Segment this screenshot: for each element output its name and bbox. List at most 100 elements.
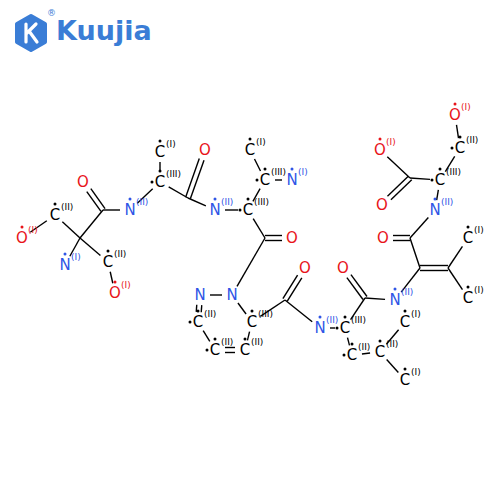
atom-symbol: O xyxy=(286,231,298,246)
atom-symbol: O xyxy=(376,198,388,213)
atom-symbol: C xyxy=(103,255,113,270)
bond-line xyxy=(225,347,235,348)
atom-symbol: N xyxy=(286,173,297,188)
bond-line xyxy=(169,187,188,198)
radical-dot xyxy=(239,209,242,212)
bond-line xyxy=(365,298,385,299)
radical-dot xyxy=(114,281,117,284)
radical-dot xyxy=(431,179,434,182)
bond-line xyxy=(253,219,265,238)
atom-symbol: N xyxy=(59,258,70,273)
charge-label: (II) xyxy=(358,343,370,352)
atom-symbol: C xyxy=(375,345,385,360)
charge-label: (III) xyxy=(271,168,286,177)
charge-label: (I) xyxy=(298,168,308,177)
charge-label: (II) xyxy=(466,136,478,145)
radical-dot xyxy=(107,250,110,253)
bond-line xyxy=(225,352,235,353)
bond-line xyxy=(110,272,113,283)
bond-line xyxy=(410,217,428,238)
charge-label: (III) xyxy=(446,168,461,177)
radical-dot xyxy=(344,316,347,319)
charge-label: (III) xyxy=(166,170,181,179)
charge-label: (II) xyxy=(114,250,126,259)
bond-lines xyxy=(30,125,462,373)
charge-label: (II) xyxy=(221,198,233,207)
bond-line xyxy=(387,359,399,372)
atom-symbol: C xyxy=(155,145,165,160)
radical-dot xyxy=(459,136,462,139)
radical-dot xyxy=(404,368,407,371)
radical-dot xyxy=(247,198,250,201)
bond-line xyxy=(247,332,249,341)
charge-label: (I) xyxy=(461,103,471,112)
atom-symbol: O xyxy=(377,231,389,246)
radical-dot xyxy=(336,327,339,330)
charge-label: (II) xyxy=(136,198,148,207)
bond-line xyxy=(91,189,105,209)
bond-line xyxy=(391,180,412,200)
bond-line xyxy=(410,238,420,268)
logo-hexagon xyxy=(17,16,45,50)
atom-symbol: O xyxy=(199,143,211,158)
radical-dot xyxy=(256,179,259,182)
atom-symbol: O xyxy=(449,108,461,123)
atom-symbol: C xyxy=(463,231,473,246)
bond-line xyxy=(265,235,282,236)
atom-symbol: C xyxy=(210,343,220,358)
radical-dot xyxy=(439,168,442,171)
bond-line xyxy=(265,240,282,241)
charge-label: (I) xyxy=(121,281,131,290)
charge-label: (II) xyxy=(61,203,73,212)
radical-dot xyxy=(129,198,132,201)
logo-icon xyxy=(17,16,45,50)
atom-symbol: C xyxy=(347,348,357,363)
atom-symbol: C xyxy=(245,143,255,158)
atom-symbol: C xyxy=(340,321,350,336)
radical-dot xyxy=(214,198,217,201)
bond-line xyxy=(238,303,246,314)
bond-line xyxy=(186,159,200,198)
bond-line xyxy=(330,327,335,328)
radical-dot xyxy=(351,343,354,346)
charge-label: (I) xyxy=(474,226,484,235)
radical-dot xyxy=(151,181,154,184)
radical-dot xyxy=(379,340,382,343)
radical-dot xyxy=(404,310,407,313)
atom-symbol: C xyxy=(50,208,60,223)
bond-line xyxy=(275,179,282,180)
bond-line xyxy=(448,246,462,268)
atom-symbol: N xyxy=(314,321,325,336)
bond-line xyxy=(456,125,458,138)
radical-dot xyxy=(197,310,200,313)
bond-line xyxy=(159,162,160,172)
charge-label: (III) xyxy=(258,310,273,319)
radical-dot xyxy=(214,338,217,341)
radical-dot xyxy=(206,349,209,352)
atom-symbol: C xyxy=(400,373,410,388)
charge-label: (I) xyxy=(474,286,484,295)
radical-dot xyxy=(467,286,470,289)
radical-dot xyxy=(264,168,267,171)
bond-line xyxy=(210,294,222,295)
charge-label: (I) xyxy=(256,138,266,147)
bond-line xyxy=(410,178,430,179)
atom-symbol: O xyxy=(374,143,386,158)
atom-symbol: N xyxy=(194,288,205,303)
logo-mark xyxy=(26,24,37,42)
atom-symbol: N xyxy=(226,288,237,303)
charge-label: (II) xyxy=(251,338,263,347)
bond-line xyxy=(393,235,410,236)
radical-dot xyxy=(159,170,162,173)
bond-line xyxy=(62,222,80,238)
radical-dots xyxy=(21,103,470,371)
radical-dot xyxy=(379,138,382,141)
bond-line xyxy=(103,209,120,210)
brand-name: Kuujia xyxy=(56,17,152,44)
bond-line xyxy=(347,278,363,300)
charge-label: (II) xyxy=(204,310,216,319)
radical-dot xyxy=(159,140,162,143)
charge-label: (II) xyxy=(401,288,413,297)
atom-symbol: O xyxy=(77,175,89,190)
